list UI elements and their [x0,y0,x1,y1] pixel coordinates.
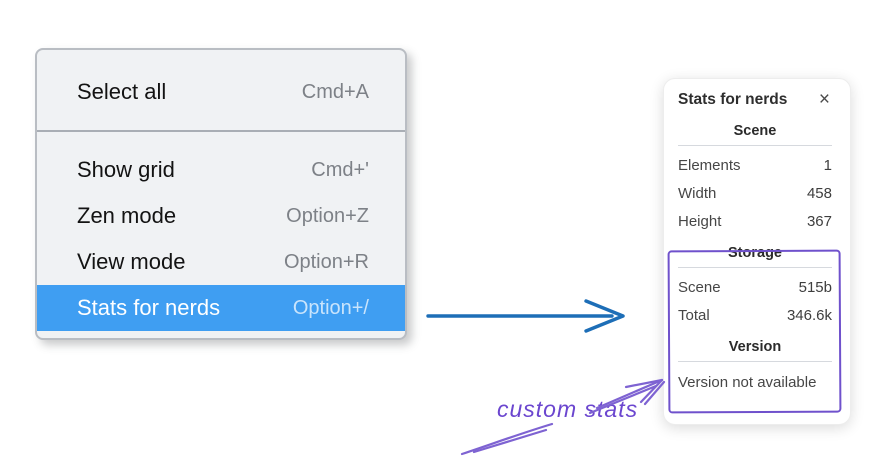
stat-value: 346.6k [786,307,832,324]
right-arrow-icon [426,299,625,333]
menu-item-label: Stats for nerds [77,295,221,320]
annotation-arrows-icon [460,378,666,456]
stats-panel: Stats for nerds × Scene Elements 1 Width… [663,78,851,425]
stat-row-width: Width 458 [678,180,832,208]
menu-item-label: Select all [77,79,167,104]
menu-item-shortcut: Cmd+' [311,158,369,181]
menu-item-zen-mode[interactable]: Zen mode Option+Z [37,193,405,239]
context-menu: Select all Cmd+A Show grid Cmd+' Zen mod… [35,48,407,340]
stat-value: 458 [806,185,832,202]
storage-section-heading: Storage [728,245,782,261]
menu-item-shortcut: Option+Z [286,204,369,227]
stat-label: Scene [678,279,721,296]
stat-row-height: Height 367 [678,208,832,236]
stat-value: 367 [806,213,832,230]
stats-panel-title: Stats for nerds [678,90,788,108]
stat-label: Height [678,213,722,230]
stat-label: Total [678,307,710,324]
menu-item-select-all[interactable]: Select all Cmd+A [37,70,405,114]
menu-item-shortcut: Option+/ [292,296,369,319]
version-section-heading: Version [728,339,782,355]
menu-item-view-mode[interactable]: View mode Option+R [37,239,405,285]
section-separator [678,145,832,146]
menu-item-label: View mode [77,249,186,274]
stat-row-scene-storage: Scene 515b [678,274,832,302]
menu-section-bottom: Show grid Cmd+' Zen mode Option+Z View m… [37,132,405,331]
stat-row-total-storage: Total 346.6k [678,302,832,330]
menu-divider [37,130,405,132]
section-separator [678,267,832,268]
stat-value: 515b [798,279,832,296]
section-separator [678,361,832,362]
stat-label: Elements [678,157,741,174]
scene-section-heading: Scene [733,123,777,139]
menu-item-shortcut: Cmd+A [301,80,369,103]
stat-row-elements: Elements 1 [678,152,832,180]
stat-label: Width [678,185,717,202]
menu-item-show-grid[interactable]: Show grid Cmd+' [37,147,405,193]
menu-item-label: Show grid [77,157,175,182]
stat-value: 1 [823,157,832,174]
version-note: Version not available [678,374,817,391]
menu-item-label: Zen mode [77,203,177,228]
menu-item-stats-for-nerds[interactable]: Stats for nerds Option+/ [37,285,405,331]
stats-panel-header: Stats for nerds × [678,90,832,109]
close-icon[interactable]: × [818,89,830,110]
menu-section-top: Select all Cmd+A [37,50,405,114]
menu-item-shortcut: Option+R [283,250,369,273]
